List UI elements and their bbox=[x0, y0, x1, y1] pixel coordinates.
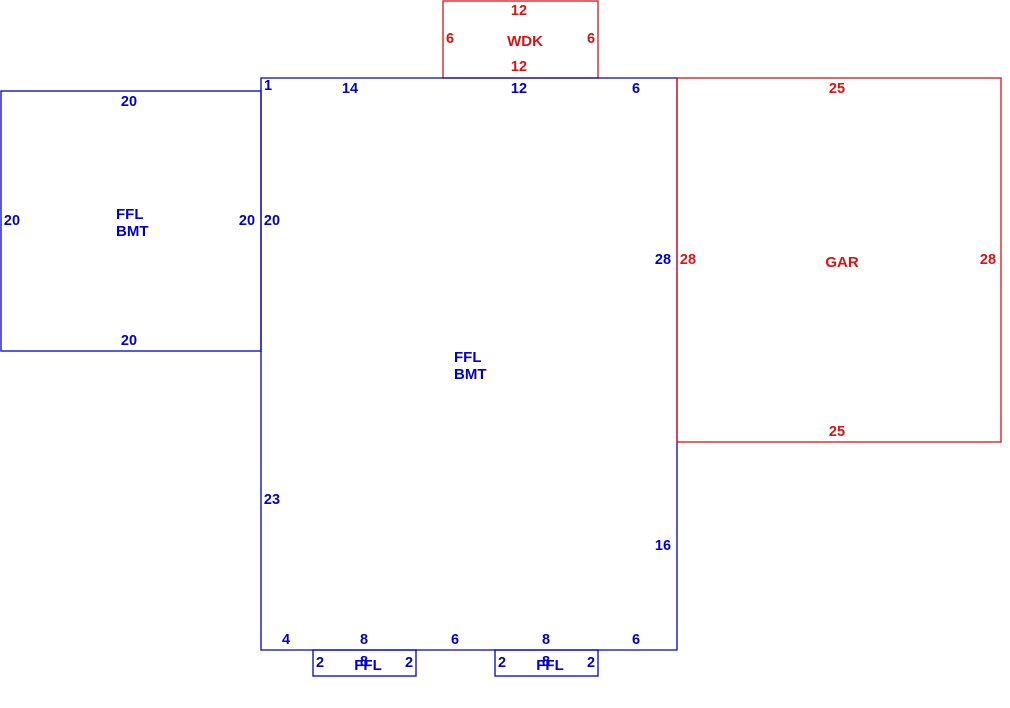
wdk-top-dim: 12 bbox=[511, 3, 527, 19]
bay1-mid-dim: 8 bbox=[360, 654, 368, 670]
main-ffl-label: FFL bbox=[454, 349, 482, 366]
wdk-bottom-dim: 12 bbox=[511, 59, 527, 75]
west-wing: 20 20 20 FFL BMT 20 bbox=[4, 94, 255, 349]
main-bottom-dim-3: 6 bbox=[451, 632, 459, 648]
main-right-lower-dim: 16 bbox=[655, 538, 671, 554]
gar-label: GAR bbox=[825, 254, 859, 271]
bay2-ffl-label: FFL bbox=[536, 657, 564, 674]
gar-left-dim: 28 bbox=[680, 252, 696, 268]
main-bottom-dim-1: 4 bbox=[282, 632, 290, 648]
gar-bottom-dim: 25 bbox=[829, 424, 845, 440]
west-bmt-label: BMT bbox=[116, 223, 149, 240]
bay1-left-dim: 2 bbox=[316, 655, 324, 671]
main-top-mid-dim: 12 bbox=[511, 81, 527, 97]
main-right-upper-dim: 28 bbox=[655, 252, 671, 268]
wdk-label: WDK bbox=[507, 33, 543, 50]
bay-projection-2-outline bbox=[494, 649, 599, 677]
west-bottom-dim: 20 bbox=[121, 333, 137, 349]
main-left-lower-dim: 23 bbox=[264, 492, 280, 508]
wdk-right-dim: 6 bbox=[587, 31, 595, 47]
gar-top-dim: 25 bbox=[829, 81, 845, 97]
main-top-right-dim: 6 bbox=[632, 81, 640, 97]
bay1-right-dim: 2 bbox=[405, 655, 413, 671]
main-bmt-label: BMT bbox=[454, 366, 487, 383]
west-top-dim: 20 bbox=[121, 94, 137, 110]
main-top-corner-dim: 1 bbox=[264, 78, 272, 94]
main-house-outline bbox=[260, 77, 678, 651]
garage: 25 28 GAR 28 25 bbox=[680, 81, 996, 440]
main-bottom-dim-5: 6 bbox=[632, 632, 640, 648]
bay-projection-2: 2 8 FFL 2 bbox=[498, 654, 595, 674]
west-left-dim: 20 bbox=[4, 213, 20, 229]
bay2-right-dim: 2 bbox=[587, 655, 595, 671]
gar-right-dim: 28 bbox=[980, 252, 996, 268]
bay-projection-1: 2 8 FFL 2 bbox=[316, 654, 413, 674]
bay2-left-dim: 2 bbox=[498, 655, 506, 671]
west-right-dim: 20 bbox=[239, 213, 255, 229]
west-ffl-label: FFL bbox=[116, 206, 144, 223]
bay2-mid-dim: 8 bbox=[542, 654, 550, 670]
wdk-left-dim: 6 bbox=[446, 31, 454, 47]
main-bottom-dim-4: 8 bbox=[542, 632, 550, 648]
main-house: 1 14 12 6 20 28 FFL BMT 23 16 4 8 6 8 6 bbox=[264, 78, 671, 648]
bay1-ffl-label: FFL bbox=[354, 657, 382, 674]
main-bottom-dim-2: 8 bbox=[360, 632, 368, 648]
main-left-upper-dim: 20 bbox=[264, 213, 280, 229]
main-top-left-dim: 14 bbox=[342, 81, 358, 97]
garage-outline bbox=[676, 77, 1002, 443]
bay-projection-1-outline bbox=[312, 649, 417, 677]
wood-deck: 12 6 6 WDK 12 bbox=[446, 3, 595, 75]
